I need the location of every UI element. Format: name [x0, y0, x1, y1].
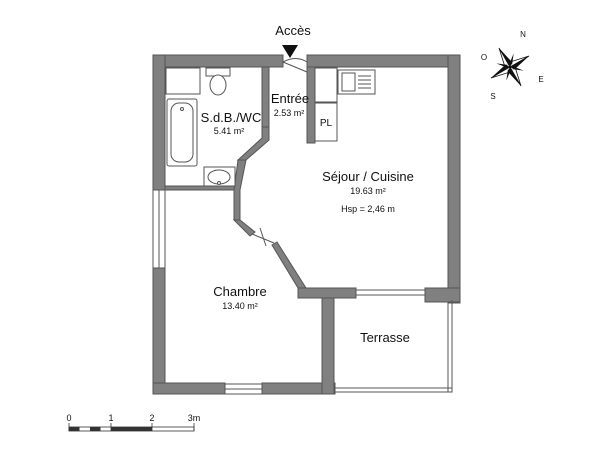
- cabinet: [165, 67, 201, 95]
- scale-tick-0: 0: [66, 413, 71, 423]
- room-name-sejour: Séjour / Cuisine: [322, 169, 414, 184]
- cabinet: [314, 67, 338, 103]
- compass-n: N: [520, 30, 526, 39]
- room-area-entree: 2.53 m²: [274, 108, 305, 118]
- interior-walls: [164, 66, 338, 289]
- wall-left-upper: [152, 54, 166, 191]
- access-marker: Accès: [275, 23, 311, 58]
- placard: [314, 102, 338, 142]
- wall-angled-4: [271, 241, 307, 289]
- room-name-pl: PL: [320, 118, 333, 129]
- wall-left-lower: [152, 267, 166, 395]
- room-area-sejour: 19.63 m²: [350, 186, 386, 196]
- access-label: Accès: [275, 23, 311, 38]
- scale-tick-3: 3m: [188, 413, 201, 423]
- fixtures: [165, 67, 376, 187]
- wall-sdb-bottom: [164, 185, 238, 191]
- room-area-sdb: 5.41 m²: [214, 126, 245, 136]
- wall-bottom-left: [152, 382, 226, 395]
- compass-o: O: [481, 53, 487, 62]
- exterior-walls: [152, 54, 461, 395]
- scale-tick-2: 2: [149, 413, 154, 423]
- scale-bar: 0 1 2 3m: [66, 413, 201, 432]
- room-name-terrasse: Terrasse: [360, 330, 410, 345]
- wall-top-right: [306, 54, 461, 68]
- room-area-chambre: 13.40 m²: [222, 301, 258, 311]
- scale-tick-1: 1: [108, 413, 113, 423]
- entrance-door: [282, 61, 308, 73]
- wall-sejour-bottom-left: [297, 287, 357, 299]
- wall-top-left: [152, 54, 284, 68]
- wall-right: [447, 54, 461, 304]
- access-arrow-icon: [282, 45, 298, 58]
- wall-sdb-entree: [261, 66, 270, 128]
- room-name-entree: Entrée: [271, 91, 309, 106]
- terrasse-outline: [333, 300, 453, 393]
- room-name-sdb: S.d.B./WC: [201, 110, 262, 125]
- ceiling-height: Hsp = 2,46 m: [341, 204, 395, 214]
- compass-rose: [490, 47, 530, 87]
- room-labels: S.d.B./WC 5.41 m² Entrée 2.53 m² PL Séjo…: [201, 91, 414, 345]
- compass-labels: N S E O: [481, 30, 544, 101]
- compass-e: E: [538, 75, 543, 84]
- wall-angled-3: [232, 219, 256, 237]
- compass-s: S: [490, 92, 495, 101]
- doors: [251, 58, 425, 296]
- wall-sejour-bottom-right: [424, 287, 461, 303]
- wall-angled-2: [233, 159, 247, 221]
- windows: [152, 189, 263, 395]
- wall-terrasse-left: [321, 287, 335, 395]
- room-name-chambre: Chambre: [213, 284, 266, 299]
